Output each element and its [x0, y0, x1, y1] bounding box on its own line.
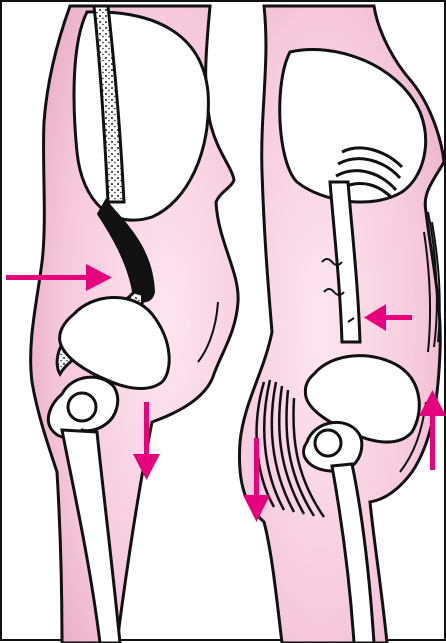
left-femoral-head	[68, 393, 96, 421]
right-figure	[239, 6, 444, 643]
left-figure	[31, 6, 238, 643]
right-femoral-head	[315, 430, 341, 456]
